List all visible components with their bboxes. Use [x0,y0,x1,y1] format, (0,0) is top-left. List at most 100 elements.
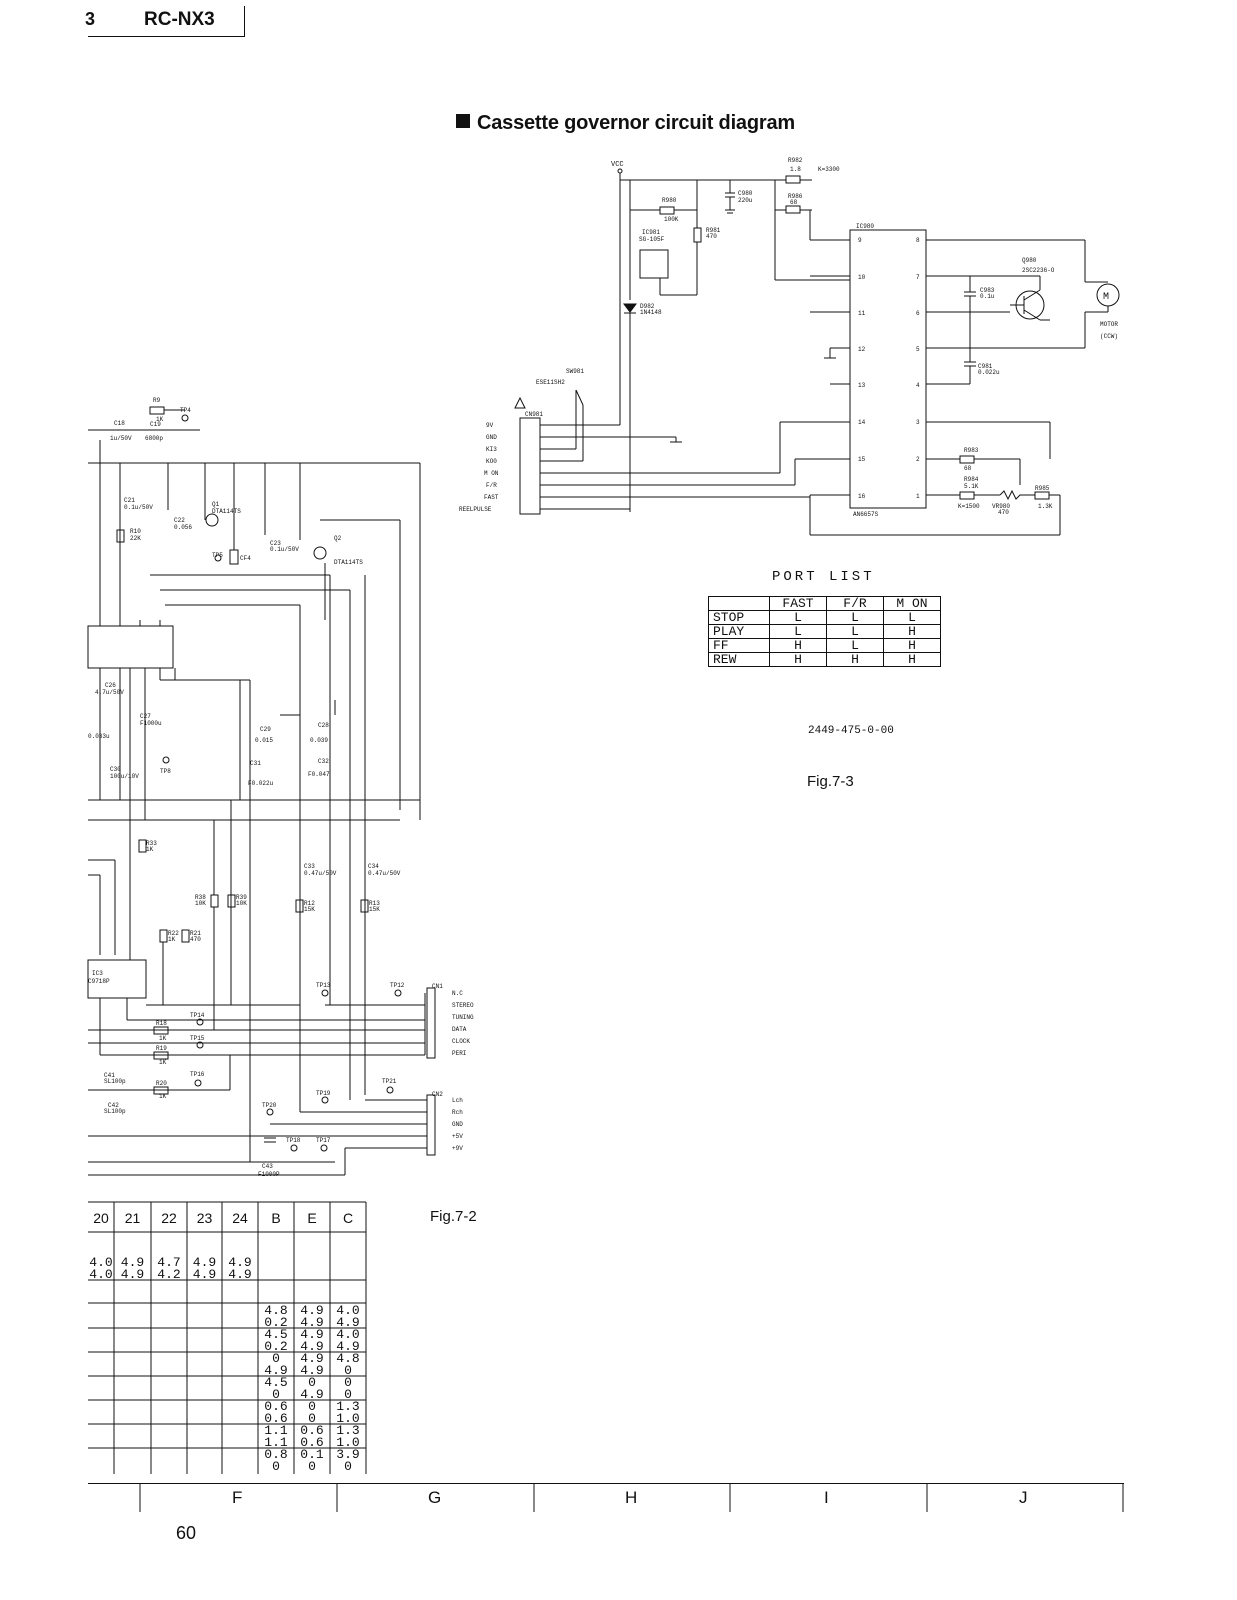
zone-g: G [428,1488,442,1507]
vt-cell: 0 [308,1375,316,1390]
ic980-left-pins: 9 10 11 12 13 14 15 16 [780,237,866,500]
motor-label: MOTOR [1100,321,1118,328]
cn981-pin-ko0: KO0 [486,458,497,465]
q980-label: Q980 [1022,257,1037,264]
ic980-pin-14: 14 [858,419,866,426]
zone-j: J [1019,1488,1028,1507]
vt-cell: 4.2 [157,1267,181,1282]
vt-cell: 4.7 [157,1255,181,1270]
ic980-pin-7: 7 [916,274,920,281]
vt-cell: 4.9 [120,1267,145,1282]
vt-header-e: E [307,1210,317,1226]
r983-label: R983 [964,447,979,454]
vt-cell: 0.6 [300,1435,324,1450]
vt-cell: 0 [344,1375,352,1390]
ic980-pin-3: 3 [916,419,920,426]
r983-value: 68 [964,465,972,472]
page-header: 3 RC-NX3 [85,6,245,37]
vt-cell: 4.9 [192,1267,217,1282]
cn1-pin-nc: N.C [452,990,463,997]
r21-label: R21 [190,930,201,937]
vt-header-22: 22 [161,1210,177,1226]
c42-value: SL100p [104,1108,126,1115]
r9-label: R9 [153,397,161,404]
port-list-cell: H [769,652,827,667]
tp5-label: TP5 [212,552,223,559]
vt-header-24: 24 [232,1210,248,1226]
zone-h: H [625,1488,638,1507]
cn981-pin-fr: F/R [486,482,497,489]
r18-value: 1K [159,1035,167,1042]
zone-f: F [232,1488,243,1507]
r984-k-value: K=1500 [958,503,980,510]
cn2-pin-rch: Rch [452,1109,463,1116]
cf4-label: CF4 [240,555,251,562]
c18-label: C18 [114,420,125,427]
cn1-pin-clock: CLOCK [452,1038,470,1045]
r982-k-value: K=3300 [818,166,840,173]
d982-type: 1N4148 [640,309,662,316]
cn2-pin-5v: +5V [452,1133,463,1140]
c27-label: C27 [140,713,151,720]
vt-cell: 1.0 [336,1435,360,1450]
vt-cell: 4.9 [300,1387,324,1402]
r981-label: R981 [706,227,721,234]
vt-cell: 4.9 [300,1363,324,1378]
vt-cell: 0.1 [300,1447,324,1462]
vt-cell: 4.9 [300,1339,324,1354]
vt-cell: 0 [272,1351,280,1366]
zone-bar [88,1483,1124,1512]
vt-cell: 0.8 [264,1447,288,1462]
r13-value: 15K [369,906,380,913]
page-number: 60 [176,1523,197,1543]
vt-header-c: C [342,1210,354,1226]
c30-value: 100u/10V [110,773,139,780]
vt-cell: 4.9 [192,1255,217,1270]
vt-cell: 4.5 [264,1327,288,1342]
vt-cell: 4.9 [120,1255,145,1270]
c28-label: C28 [318,722,329,729]
r986-label: R986 [788,193,803,200]
c22-label: C22 [174,517,185,524]
cn981-pins: 9V GND KI3 KO0 M ON F/R FAST REELPULSE [459,422,499,513]
r985-value: 1.3K [1038,503,1053,510]
vt-cell: 0.6 [264,1399,288,1414]
motor-icon: M [1103,292,1109,303]
r10-label: R10 [130,528,141,535]
vt-cell: 0 [308,1411,316,1426]
cn2-pin-9v: +9V [452,1145,463,1152]
vt-cell: 4.5 [264,1375,288,1390]
sw981-label: SW981 [566,368,584,375]
c19-value: 6800p [145,435,163,442]
vt-cell: 0 [308,1399,316,1414]
vt-cell: 1.1 [264,1423,288,1438]
c34-label: C34 [368,863,379,870]
r981-value: 470 [706,233,717,240]
cn981-label: CN981 [525,411,543,418]
d982-label: D982 [640,303,655,310]
vt-cell: 0 [272,1459,280,1474]
r980-value: 100K [664,216,679,223]
c41-value: SL100p [104,1078,126,1085]
tp16-label: TP16 [190,1071,205,1078]
c28-value: 0.039 [310,737,328,744]
sw981-type: ESE11SH2 [536,379,565,386]
vt-cell: 4.9 [228,1267,252,1282]
vt-cell: 3.9 [336,1447,360,1462]
c33-label: C33 [304,863,315,870]
vt-cell: 4.9 [264,1363,288,1378]
vt-cell: 0 [344,1363,352,1378]
switch-sw981-icon [575,389,584,406]
vt-cell: 1.1 [264,1435,288,1450]
ic980-pin-4: 4 [916,382,920,389]
vt-cell: 0.6 [300,1423,324,1438]
tuner-circuit: R9 1K TP4 C18 1u/50V C19 6800p C21 0.1u/… [87,397,474,1178]
c26-value: 4.7u/50V [95,689,124,696]
ic980-right-pins: 8 7 6 5 4 3 2 1 [916,237,1085,500]
c33-value: 0.47u/50V [304,870,337,877]
vt-cell: 4.9 [300,1351,324,1366]
r20-label: R20 [156,1080,167,1087]
c27-value: F1000u [140,720,162,727]
ic981-label: IC981 [642,229,660,236]
ic980-pin-13: 13 [858,382,866,389]
